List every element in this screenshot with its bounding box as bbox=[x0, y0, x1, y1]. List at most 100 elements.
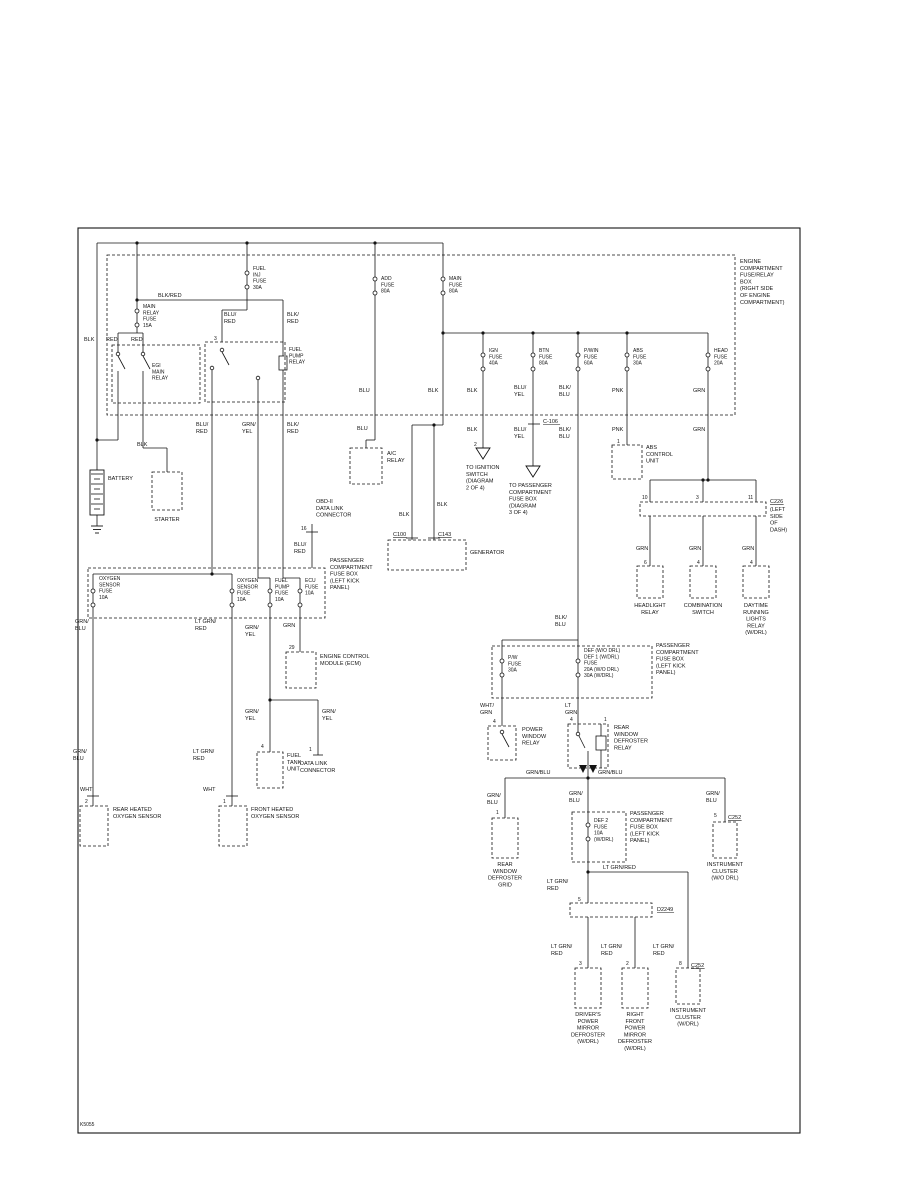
wire-blkred-relay-in: BLK/RED bbox=[287, 312, 299, 325]
wire-blk-battery: BLK bbox=[84, 337, 95, 343]
wire-grnyel-ft: GRN/YEL bbox=[245, 709, 259, 722]
fuse-main-relay-symbol bbox=[134, 308, 140, 314]
wire-pnk-2: PNK bbox=[612, 427, 624, 433]
junction-dot bbox=[576, 331, 580, 335]
pin-4-defrelay: 4 bbox=[570, 717, 573, 723]
connector-c252-a: C252 bbox=[728, 815, 741, 821]
wire-ltgrnred-ic2: LT GRN/RED bbox=[653, 944, 675, 957]
relay-contact bbox=[209, 365, 215, 371]
engine-compartment-fuse-relay-box bbox=[106, 254, 736, 416]
starter-label: STARTER bbox=[154, 517, 179, 523]
fuse-oxygen-sensor-1-symbol bbox=[90, 588, 96, 594]
fuse-fuel-pump-symbol bbox=[267, 588, 273, 594]
wire-ltgrnred-def2: LT GRN/RED bbox=[547, 879, 569, 892]
wire-blu-ac: BLU bbox=[357, 426, 368, 432]
relay-contact bbox=[575, 731, 581, 737]
junction-dot bbox=[95, 438, 99, 442]
wire-ltgrnred-m2: LT GRN/RED bbox=[601, 944, 623, 957]
relay-contact bbox=[255, 375, 261, 381]
passenger-fuse-box-2 bbox=[491, 645, 653, 699]
wire-grn-2: GRN bbox=[693, 427, 705, 433]
pin-8-ic2: 8 bbox=[679, 961, 682, 967]
c226-connector-box bbox=[639, 501, 767, 517]
connector-c106: C-106 bbox=[543, 419, 558, 425]
connector-d2249: D2249 bbox=[657, 907, 673, 913]
fuse-oxygen-sensor-1-symbol bbox=[90, 602, 96, 608]
wire-blured-relay-in: BLU/RED bbox=[224, 312, 237, 325]
pin-4-combination: 4 bbox=[697, 560, 700, 566]
wire-pnk-abs: PNK bbox=[612, 388, 624, 394]
junction-dot bbox=[586, 776, 590, 780]
pin-16-obd: 16 bbox=[301, 526, 307, 532]
headlight-relay-box bbox=[636, 565, 664, 599]
wire-blk-ign2: BLK bbox=[467, 427, 478, 433]
fuse-def-symbol bbox=[575, 672, 581, 678]
pin-3-c226: 3 bbox=[696, 495, 699, 501]
rear-o2-sensor-box bbox=[79, 805, 109, 847]
fuse-ign-symbol bbox=[480, 352, 486, 358]
fuse-add-symbol bbox=[372, 290, 378, 296]
wire-ltgrnred-o2b: LT GRN/RED bbox=[193, 749, 215, 762]
page-code: K5055 bbox=[80, 1122, 95, 1128]
connector-c226: C226 bbox=[770, 499, 783, 505]
wire bbox=[221, 351, 230, 366]
wire-grnyel-dl: GRN/YEL bbox=[322, 709, 336, 722]
wire-blured-obd: BLU/RED bbox=[294, 542, 307, 555]
battery-label: BATTERY bbox=[108, 476, 133, 482]
rear-defroster-grid-box bbox=[491, 817, 519, 859]
wire-blkred-out: BLK/RED bbox=[287, 422, 299, 435]
fuse-pw-symbol bbox=[499, 658, 505, 664]
fuse-head-symbol bbox=[705, 352, 711, 358]
egi-main-relay-box bbox=[111, 344, 201, 404]
pin-6-headlight: 6 bbox=[644, 560, 647, 566]
fuse-fuel-pump-symbol bbox=[267, 602, 273, 608]
junction-dot bbox=[432, 423, 436, 427]
combination-switch-box bbox=[689, 565, 717, 599]
wire-bluyel-btn: BLU/YEL bbox=[514, 385, 527, 398]
pin-4-drl: 4 bbox=[750, 560, 753, 566]
wire-grnyel-out: GRN/YEL bbox=[242, 422, 256, 435]
d2249-connector-box bbox=[569, 902, 653, 918]
pin-2-rearo2: 2 bbox=[85, 799, 88, 805]
connector-c252-b: C252 bbox=[691, 963, 704, 969]
pin-2-ign: 2 bbox=[474, 442, 477, 448]
junction-dot bbox=[268, 698, 272, 702]
wire-grn-b: GRN bbox=[689, 546, 701, 552]
front-o2-sensor-box bbox=[218, 805, 248, 847]
fuse-ecu-symbol bbox=[297, 602, 303, 608]
fuse-pwin-symbol bbox=[575, 352, 581, 358]
fuse-btn-symbol bbox=[530, 366, 536, 372]
pin-1-fronto2: 1 bbox=[223, 799, 226, 805]
pin-29-ecm: 29 bbox=[289, 645, 295, 651]
wire-ltgrnred-branch: LT GRN/RED bbox=[603, 865, 636, 871]
wire-whtgrn: WHT/GRN bbox=[480, 703, 495, 716]
fuse-oxygen-sensor-2-symbol bbox=[229, 602, 235, 608]
fuel-tank-unit-box bbox=[256, 751, 284, 789]
wire-blk-starter: BLK bbox=[137, 442, 148, 448]
right-mirror-box bbox=[621, 967, 649, 1009]
instrument-cluster-2-box bbox=[675, 967, 701, 1005]
passenger-fuse-box-1 bbox=[87, 567, 326, 619]
relay-coil bbox=[278, 355, 288, 371]
wire-grnblu-rail-l: GRN/BLU bbox=[526, 770, 550, 776]
relay-contact bbox=[115, 351, 121, 357]
starter-box bbox=[151, 471, 183, 511]
